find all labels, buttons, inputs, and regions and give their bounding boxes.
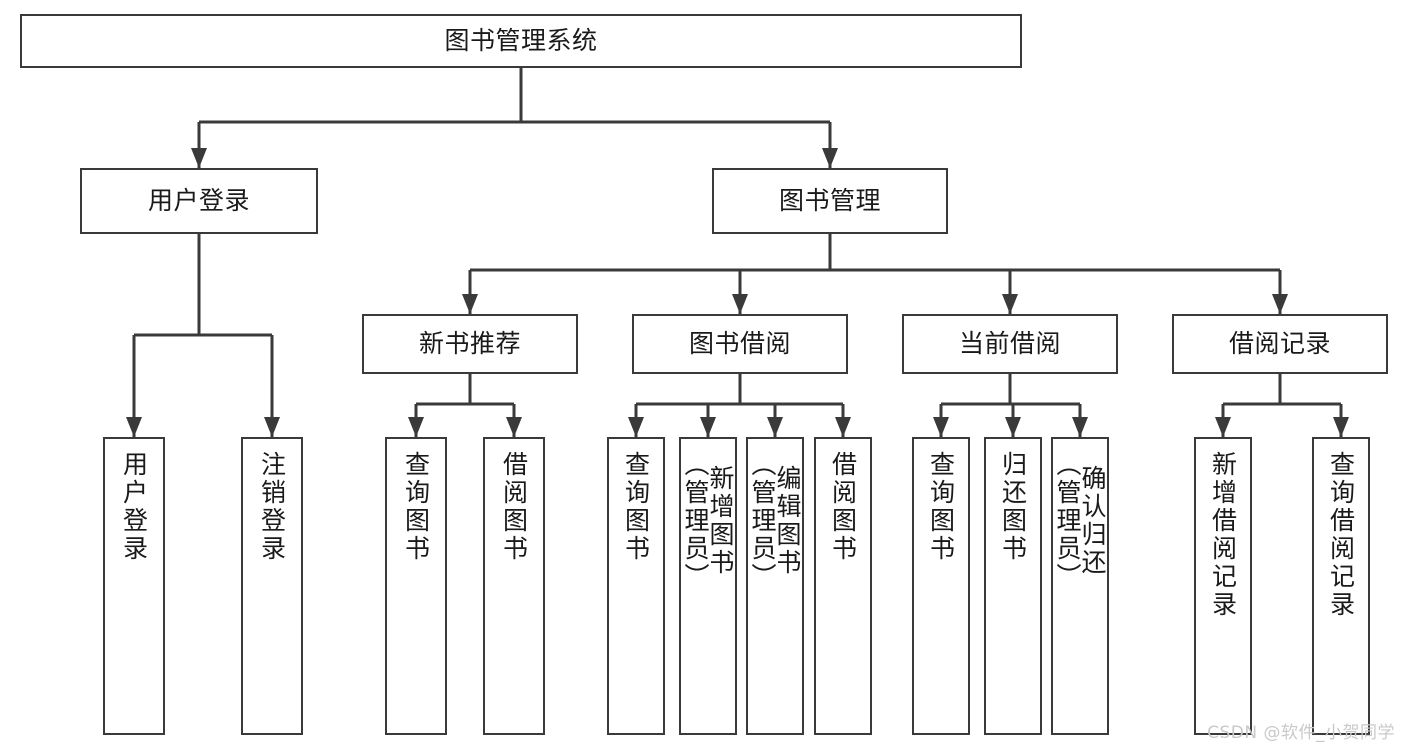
node-leaf-rec-add[interactable]: 新增借阅记录 <box>1194 437 1252 735</box>
node-label: 新增借阅记录 <box>1208 451 1238 619</box>
arrow-head-icon <box>700 417 716 437</box>
node-leaf-cu-confirm[interactable]: 确认归还 （管理员） <box>1051 437 1109 735</box>
arrow-head-icon <box>933 417 949 437</box>
arrow-head-icon <box>767 417 783 437</box>
node-label: 查询借阅记录 <box>1326 451 1356 619</box>
node-leaf-user-login[interactable]: 用户登录 <box>103 437 165 735</box>
node-root[interactable]: 图书管理系统 <box>20 14 1022 68</box>
arrow-head-icon <box>822 148 838 168</box>
node-records[interactable]: 借阅记录 <box>1172 314 1388 374</box>
node-leaf-user-logout[interactable]: 注销登录 <box>241 437 303 735</box>
node-label: 归还图书 <box>998 451 1028 563</box>
node-label: 新书推荐 <box>418 329 521 359</box>
arrow-head-icon <box>835 417 851 437</box>
arrow-head-icon <box>1272 294 1288 314</box>
node-label: 借阅图书 <box>499 451 529 563</box>
arrow-head-icon <box>732 294 748 314</box>
node-leaf-bo-borrow[interactable]: 借阅图书 <box>814 437 872 735</box>
node-label: 图书管理系统 <box>444 26 598 56</box>
node-label: 新增图书 （管理员） <box>681 451 735 591</box>
node-newbook[interactable]: 新书推荐 <box>362 314 578 374</box>
node-leaf-nb-borrow[interactable]: 借阅图书 <box>483 437 545 735</box>
node-leaf-cu-return[interactable]: 归还图书 <box>984 437 1042 735</box>
node-label: 图书借阅 <box>688 329 791 359</box>
node-label: 编辑图书 （管理员） <box>748 451 802 591</box>
node-leaf-bo-edit[interactable]: 编辑图书 （管理员） <box>746 437 804 735</box>
arrow-head-icon <box>506 417 522 437</box>
node-borrow[interactable]: 图书借阅 <box>632 314 848 374</box>
node-leaf-rec-query[interactable]: 查询借阅记录 <box>1312 437 1370 735</box>
node-label: 查询图书 <box>401 451 431 563</box>
node-label: 借阅图书 <box>828 451 858 563</box>
arrow-head-icon <box>628 417 644 437</box>
arrow-head-icon <box>1333 417 1349 437</box>
node-label: 查询图书 <box>926 451 956 563</box>
arrow-head-icon <box>462 294 478 314</box>
arrow-head-icon <box>126 417 142 437</box>
arrow-head-icon <box>408 417 424 437</box>
node-current[interactable]: 当前借阅 <box>902 314 1118 374</box>
arrow-head-icon <box>264 417 280 437</box>
node-label: 图书管理 <box>778 186 881 216</box>
node-leaf-bo-query[interactable]: 查询图书 <box>607 437 665 735</box>
node-label: 用户登录 <box>119 451 149 563</box>
node-label: 注销登录 <box>257 451 287 563</box>
watermark: CSDN @软件_小贺同学 <box>1207 723 1395 743</box>
arrow-head-icon <box>1072 417 1088 437</box>
node-login[interactable]: 用户登录 <box>80 168 318 234</box>
node-bookmgmt[interactable]: 图书管理 <box>712 168 948 234</box>
node-label: 确认归还 （管理员） <box>1053 451 1107 591</box>
arrow-head-icon <box>191 148 207 168</box>
node-leaf-cu-query[interactable]: 查询图书 <box>912 437 970 735</box>
arrow-head-icon <box>1215 417 1231 437</box>
arrow-head-icon <box>1005 417 1021 437</box>
node-label: 借阅记录 <box>1228 329 1331 359</box>
arrow-head-icon <box>1002 294 1018 314</box>
node-label: 查询图书 <box>621 451 651 563</box>
node-leaf-nb-query[interactable]: 查询图书 <box>385 437 447 735</box>
node-label: 当前借阅 <box>958 329 1061 359</box>
node-leaf-bo-add[interactable]: 新增图书 （管理员） <box>679 437 737 735</box>
node-label: 用户登录 <box>147 186 250 216</box>
